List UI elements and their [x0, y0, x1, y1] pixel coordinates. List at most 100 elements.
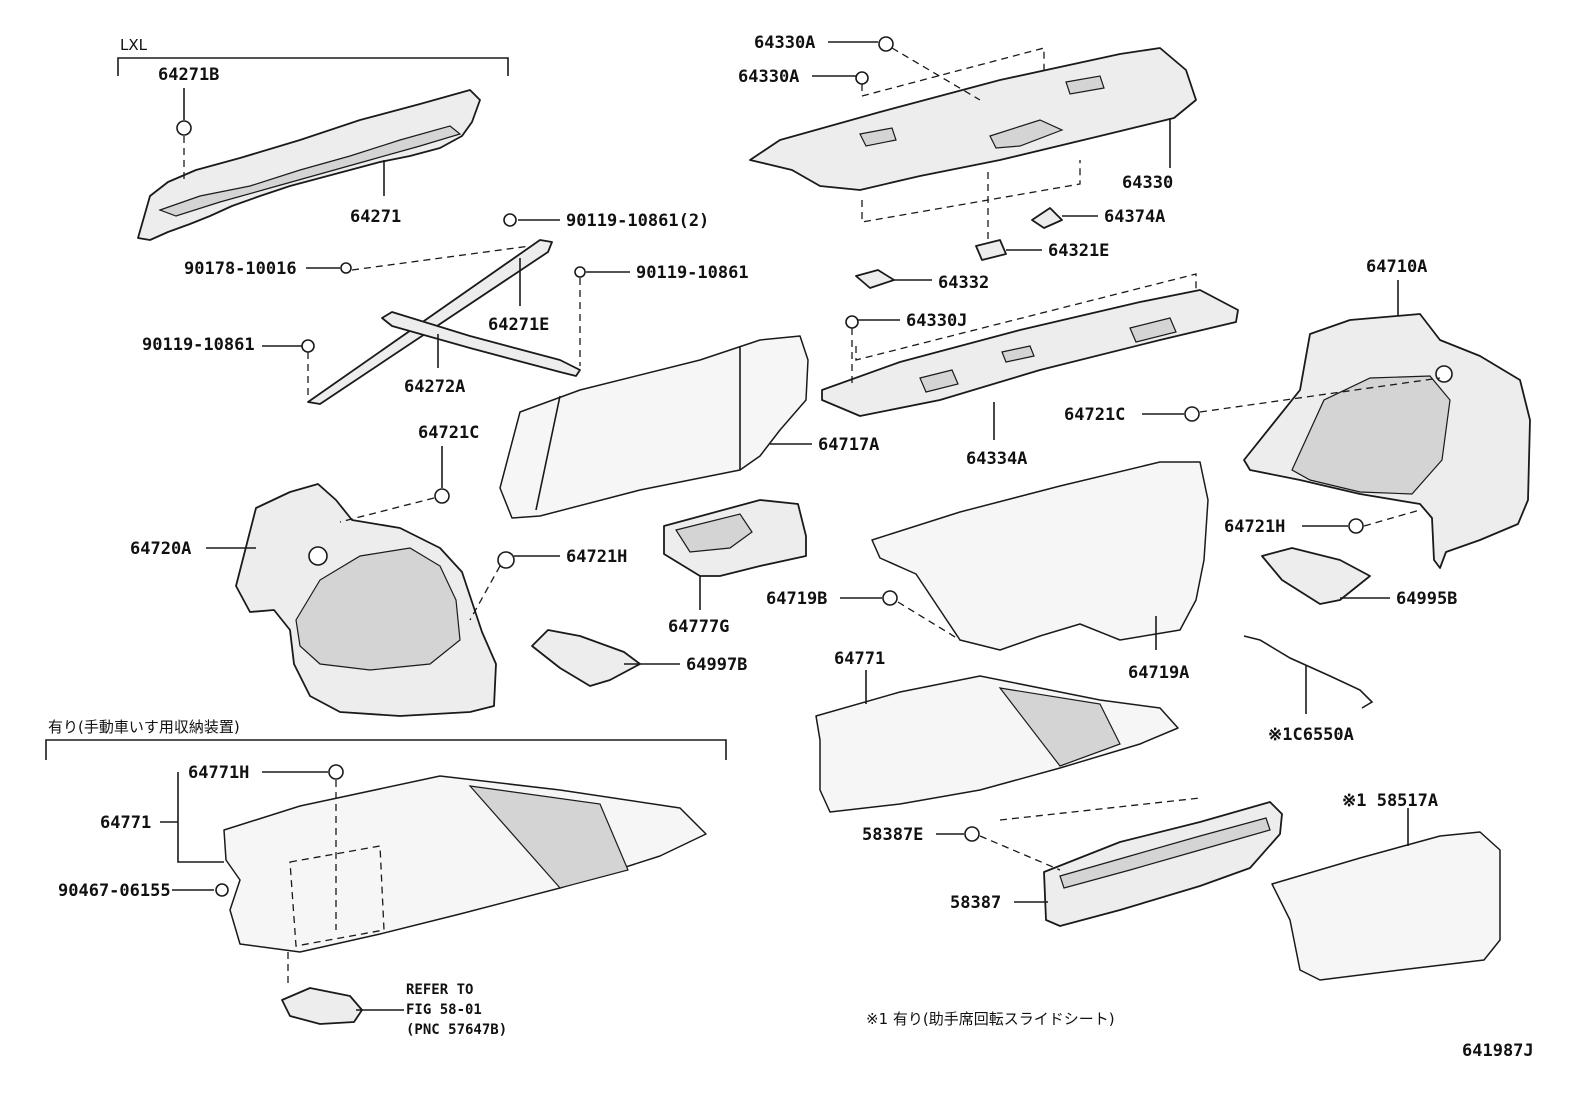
- label-64271B[interactable]: 64271B: [158, 65, 219, 85]
- label-C6550A[interactable]: ※1C6550A: [1268, 725, 1354, 745]
- label-64717A[interactable]: 64717A: [818, 435, 879, 455]
- lxl-group: LXL 64271B 64271: [117, 36, 509, 241]
- label-64721H-left[interactable]: 64721H: [566, 547, 627, 567]
- part-64997B-box[interactable]: [531, 629, 641, 687]
- label-64997B[interactable]: 64997B: [686, 655, 747, 675]
- label-64771H[interactable]: 64771H: [188, 763, 249, 783]
- clip-64330J-icon[interactable]: [845, 315, 859, 329]
- bolt-90467-icon[interactable]: [215, 883, 229, 897]
- label-64321E[interactable]: 64321E: [1048, 241, 1109, 261]
- refer-line-2[interactable]: FIG 58-01: [406, 1002, 482, 1018]
- label-64710A[interactable]: 64710A: [1366, 257, 1427, 277]
- clip-64721H-left-icon[interactable]: [497, 551, 515, 569]
- clip-58387E-icon[interactable]: [964, 826, 980, 842]
- part-64271E-bracket[interactable]: [307, 239, 553, 405]
- part-64995B-box[interactable]: [1261, 547, 1371, 605]
- part-64771-bottom-fold: [468, 785, 629, 889]
- part-64330-trim[interactable]: [749, 47, 1197, 191]
- part-64330-slot-right: [1065, 75, 1105, 95]
- support-bracket-group: 90119-10861(2) 90178-10016 90119-10861 9…: [142, 211, 749, 405]
- part-64330-slot-left: [859, 127, 897, 147]
- clip-64721H-right-icon[interactable]: [1348, 518, 1364, 534]
- label-64271E[interactable]: 64271E: [488, 315, 549, 335]
- label-64332[interactable]: 64332: [938, 273, 989, 293]
- label-58387[interactable]: 58387: [950, 893, 1001, 913]
- label-64771-bottom[interactable]: 64771: [100, 813, 151, 833]
- figure-code: 641987J: [1462, 1041, 1534, 1061]
- label-64719B[interactable]: 64719B: [766, 589, 827, 609]
- label-58517A[interactable]: ※1 58517A: [1342, 791, 1438, 811]
- refer-line-3: (PNC 57647B): [406, 1022, 507, 1038]
- clip-64771H-icon[interactable]: [328, 764, 344, 780]
- part-64771-bottom-board[interactable]: [223, 775, 707, 953]
- part-64719A-mat[interactable]: [871, 461, 1209, 651]
- label-64374A[interactable]: 64374A: [1104, 207, 1165, 227]
- label-90467-06155[interactable]: 90467-06155: [58, 881, 171, 901]
- label-64777G[interactable]: 64777G: [668, 617, 729, 637]
- label-64721C-right[interactable]: 64721C: [1064, 405, 1125, 425]
- part-64777G-insert: [675, 513, 753, 553]
- label-64271[interactable]: 64271: [350, 207, 401, 227]
- small-clips-group: 64374A 64321E 64332: [855, 172, 1165, 293]
- box-64997B-group: 64997B: [531, 629, 747, 687]
- part-57647B-bracket[interactable]: [281, 987, 363, 1025]
- label-64334A[interactable]: 64334A: [966, 449, 1027, 469]
- right-quarter-trim-group: 64710A 64721C 64721H: [1064, 257, 1531, 569]
- left-quarter-trim-group: 64721C 64721H 64720A: [130, 423, 627, 717]
- label-64330[interactable]: 64330: [1122, 173, 1173, 193]
- part-64771-top-board[interactable]: [815, 675, 1179, 813]
- part-58517A-cover[interactable]: [1271, 831, 1501, 981]
- bolt-90119-icon[interactable]: [503, 213, 517, 227]
- bolt-90119-right-icon[interactable]: [574, 266, 586, 278]
- part-64271-ribs: [158, 125, 462, 217]
- cover-58517A-group: ※1 58517A: [1271, 791, 1501, 981]
- label-64721C-left[interactable]: 64721C: [418, 423, 479, 443]
- label-64721H-right[interactable]: 64721H: [1224, 517, 1285, 537]
- part-64330-opening: [989, 119, 1064, 149]
- part-64771-top-fold: [998, 687, 1121, 767]
- refer-line-1: REFER TO: [406, 982, 473, 998]
- part-64717A-panel[interactable]: [499, 335, 809, 519]
- label-64330A-second[interactable]: 64330A: [738, 67, 799, 87]
- bolt-90119-left-icon[interactable]: [301, 339, 315, 353]
- label-90119-10861-right[interactable]: 90119-10861: [636, 263, 749, 283]
- clip-64330A-second-icon[interactable]: [855, 71, 869, 85]
- label-64719A[interactable]: 64719A: [1128, 663, 1189, 683]
- part-58387-scuff-plate[interactable]: [1043, 801, 1283, 927]
- label-90119-10861-2[interactable]: 90119-10861(2): [566, 211, 709, 231]
- deck-board-top-group: 64771: [815, 649, 1179, 813]
- package-tray-group: 64330A 64330A 64330: [738, 33, 1197, 223]
- part-64710A-recess: [1291, 375, 1451, 495]
- clip-64719B-icon[interactable]: [882, 590, 898, 606]
- lxl-bracket: [117, 57, 509, 76]
- lxl-label: LXL: [120, 36, 148, 54]
- part-64720A-hole: [308, 546, 328, 566]
- part-64332-cover[interactable]: [855, 269, 895, 289]
- label-58387E[interactable]: 58387E: [862, 825, 923, 845]
- label-64272A[interactable]: 64272A: [404, 377, 465, 397]
- scuff-plate-group: 58387E 58387: [862, 797, 1283, 927]
- label-90178-10016[interactable]: 90178-10016: [184, 259, 297, 279]
- label-64771-top[interactable]: 64771: [834, 649, 885, 669]
- clip-64721C-right-icon[interactable]: [1184, 406, 1200, 422]
- part-64374A-clip[interactable]: [1031, 207, 1063, 229]
- footnote: ※1 有り(助手席回転スライドシート): [866, 1010, 1115, 1028]
- part-64717A-fold: [535, 395, 561, 511]
- wheelchair-storage-bracket: [45, 739, 727, 760]
- label-64330A-top[interactable]: 64330A: [754, 33, 815, 53]
- part-64271-trim[interactable]: [137, 89, 481, 241]
- nut-90178-icon[interactable]: [340, 262, 352, 274]
- clip-64271B-icon[interactable]: [176, 120, 192, 136]
- label-64995B[interactable]: 64995B: [1396, 589, 1457, 609]
- part-64321E-bracket[interactable]: [975, 239, 1007, 261]
- label-64720A[interactable]: 64720A: [130, 539, 191, 559]
- side-panel-group: 64717A: [499, 335, 879, 519]
- tray-board-group: 64330J 64334A: [821, 273, 1239, 469]
- label-90119-10861-left[interactable]: 90119-10861: [142, 335, 255, 355]
- part-64272A-rod[interactable]: [381, 311, 581, 377]
- clip-64721C-left-icon[interactable]: [434, 488, 450, 504]
- clip-64330A-top-icon[interactable]: [878, 36, 894, 52]
- wheelchair-storage-note: 有り(手動車いす用収納装置): [48, 718, 240, 736]
- part-C6550A-strap[interactable]: [1243, 635, 1374, 709]
- label-64330J[interactable]: 64330J: [906, 311, 967, 331]
